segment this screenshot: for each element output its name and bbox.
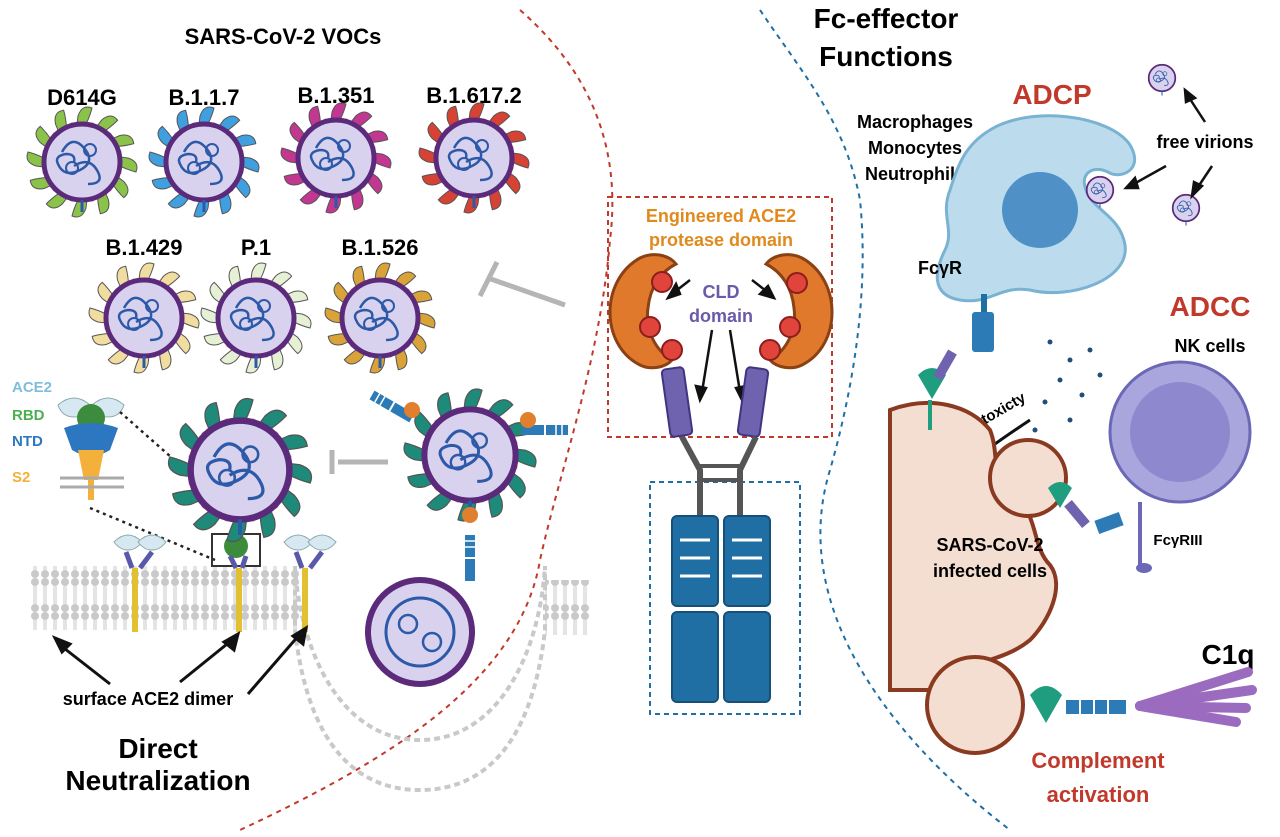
infected-cell-vesicle-2 <box>925 655 1025 755</box>
variant-virion-7 <box>324 262 436 374</box>
phagocyte-monocytes: Monocytes <box>868 138 962 158</box>
nk-cells-label: NK cells <box>1174 336 1245 356</box>
ace2-protease-domains <box>608 253 834 370</box>
internalized-virion <box>365 577 475 687</box>
free-virion-arrows <box>1123 87 1214 200</box>
engineered-label-line1: Engineered ACE2 <box>646 206 796 226</box>
fc-title-line1: Fc-effector <box>814 3 959 34</box>
free-virion-top <box>1147 63 1177 97</box>
spike-structure-icon <box>57 397 125 500</box>
cytotoxic-granules <box>1032 339 1103 433</box>
cld-label-line2: domain <box>689 306 753 326</box>
variant-virion-3 <box>280 102 392 214</box>
infected-cell-vesicle-1 <box>988 438 1068 518</box>
inhibition-symbol-bottom <box>329 450 388 474</box>
c1q-complex <box>1135 667 1257 727</box>
left-divider-curve <box>239 9 614 831</box>
variant-virion-4 <box>418 102 530 214</box>
zoom-leader-top <box>119 411 206 488</box>
fcgr-receptor <box>972 294 994 352</box>
variant-label-6: P.1 <box>241 235 271 260</box>
decoy-antibodies-on-virion <box>368 389 569 582</box>
cld-label-line1: CLD <box>703 282 740 302</box>
fcgriii-anchor <box>1136 563 1152 573</box>
adcp-antibody <box>918 349 957 430</box>
fc-title-line2: Functions <box>819 41 953 72</box>
surface-ace2-receptors <box>113 533 337 632</box>
infected-cells-line1: SARS-CoV-2 <box>936 535 1043 555</box>
variant-label-2: B.1.1.7 <box>169 85 240 110</box>
macrophage-nucleus <box>1002 172 1078 248</box>
variant-label-3: B.1.351 <box>297 83 374 108</box>
phagocyte-macrophages: Macrophages <box>857 112 973 132</box>
cell-membrane <box>30 566 300 630</box>
variant-virion-2 <box>148 106 260 218</box>
spike-label-ntd: NTD <box>12 433 43 450</box>
complement-antibody <box>1030 686 1126 723</box>
variant-label-7: B.1.526 <box>341 235 418 260</box>
vocs-title: SARS-CoV-2 VOCs <box>185 24 382 49</box>
complement-line2: activation <box>1047 782 1150 807</box>
variant-virion-5 <box>88 262 200 374</box>
direct-neutralization-line2: Neutralization <box>65 765 250 796</box>
membrane-invagination <box>293 565 547 793</box>
inhibition-symbol-top <box>477 260 566 308</box>
surface-ace2-label: surface ACE2 dimer <box>63 689 233 709</box>
variant-label-1: D614G <box>47 85 117 110</box>
fcgriii-label: FcγRIII <box>1153 532 1202 549</box>
cld-linkers <box>660 366 770 438</box>
variant-virion-6 <box>200 262 312 374</box>
adcc-antibody <box>1048 482 1124 535</box>
binding-virion <box>167 397 313 543</box>
hinge-region <box>679 435 759 520</box>
variant-label-4: B.1.617.2 <box>426 83 521 108</box>
fc-domains <box>671 515 771 703</box>
variant-virion-1 <box>26 106 138 218</box>
phagocyte-neutrophils: Neutrophils <box>865 164 965 184</box>
fcgr-label: FcγR <box>918 258 962 278</box>
engineered-label-line2: protease domain <box>649 230 793 250</box>
cld-arrows <box>665 279 777 404</box>
free-virions-label: free virions <box>1156 132 1253 152</box>
direct-neutralization-line1: Direct <box>118 733 197 764</box>
adcc-label: ADCC <box>1170 291 1251 322</box>
variant-label-5: B.1.429 <box>105 235 182 260</box>
infected-cell <box>888 401 1059 692</box>
decoy-bound-virion <box>403 388 537 522</box>
cell-membrane-right <box>545 580 590 635</box>
spike-label-rbd: RBD <box>12 407 45 424</box>
c1q-label: C1q <box>1202 639 1255 670</box>
spike-label-s2: S2 <box>12 469 30 486</box>
nk-cell-nucleus <box>1130 382 1230 482</box>
zoom-leader-bottom <box>89 506 216 562</box>
complement-line1: Complement <box>1031 748 1165 773</box>
infected-cells-line2: infected cells <box>933 561 1047 581</box>
adcp-label: ADCP <box>1012 79 1091 110</box>
spike-label-ace2: ACE2 <box>12 379 52 396</box>
surface-ace2-arrows <box>51 624 309 695</box>
free-virion-right <box>1171 193 1201 227</box>
